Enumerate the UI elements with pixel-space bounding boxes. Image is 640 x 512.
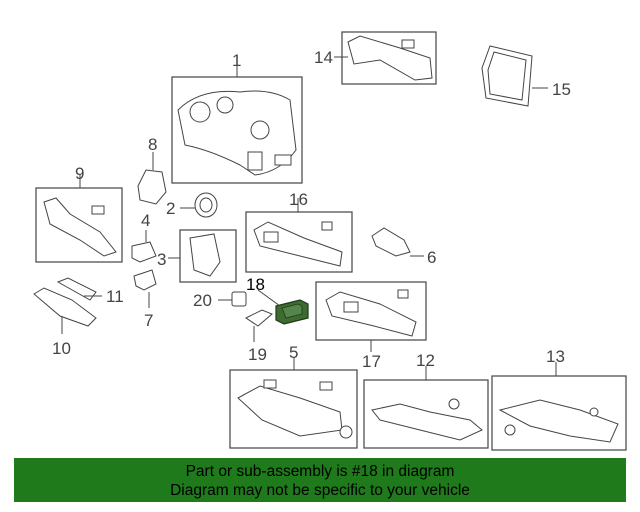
part-7-lid[interactable]: 7	[133, 269, 157, 330]
part-18-highlighted-switch[interactable]: 18	[246, 275, 309, 325]
part-20-knob[interactable]: 20	[193, 291, 247, 310]
part-5-glove-box[interactable]: 5	[229, 343, 358, 449]
banner-line-1: Part or sub-assembly is #18 in diagram	[185, 463, 455, 480]
part-8-bracket[interactable]: 8	[137, 135, 167, 205]
callout-6: 6	[427, 248, 436, 267]
callout-7: 7	[144, 311, 153, 330]
callout-16: 16	[289, 190, 308, 209]
part-15-display-bezel[interactable]: 15	[481, 45, 571, 107]
part-9-side-panel[interactable]: 9	[35, 164, 123, 263]
part-17-right-panel[interactable]: 17	[315, 281, 427, 371]
callout-14: 14	[314, 48, 333, 67]
banner-line-2: Diagram may not be specific to your vehi…	[170, 482, 470, 499]
part-2-ring[interactable]: 2	[166, 192, 218, 218]
part-14-top-trim[interactable]: 14	[314, 31, 437, 85]
part-13-under-cover[interactable]: 13	[491, 347, 627, 451]
callout-20: 20	[193, 291, 212, 310]
callout-1: 1	[232, 51, 241, 70]
callout-18: 18	[246, 275, 265, 294]
callout-15: 15	[552, 80, 571, 99]
callout-10: 10	[52, 339, 71, 358]
callout-8: 8	[148, 135, 157, 154]
callout-9: 9	[75, 164, 84, 183]
part-3-cover[interactable]: 3	[157, 229, 237, 283]
callout-2: 2	[166, 199, 175, 218]
callout-19: 19	[248, 345, 267, 364]
part-4-switch[interactable]: 4	[131, 211, 157, 263]
part-12-under-cover[interactable]: 12	[363, 351, 489, 449]
callout-11: 11	[106, 287, 124, 306]
part-10-lower-trim[interactable]: 10	[33, 287, 97, 358]
info-banner: Part or sub-assembly is #18 in diagram D…	[14, 458, 626, 502]
callout-3: 3	[157, 250, 166, 269]
part-1-dashboard[interactable]: 1	[171, 51, 303, 184]
part-16-center-panel[interactable]: 16	[245, 190, 353, 273]
callout-13: 13	[546, 347, 565, 366]
part-11-strip[interactable]: 11	[56, 277, 124, 306]
callout-5: 5	[289, 343, 298, 362]
callout-12: 12	[416, 351, 435, 370]
part-6-clip-bracket[interactable]: 6	[371, 227, 436, 267]
part-19-trim-piece[interactable]: 19	[245, 309, 273, 364]
callout-17: 17	[362, 352, 381, 371]
callout-4: 4	[141, 211, 150, 230]
